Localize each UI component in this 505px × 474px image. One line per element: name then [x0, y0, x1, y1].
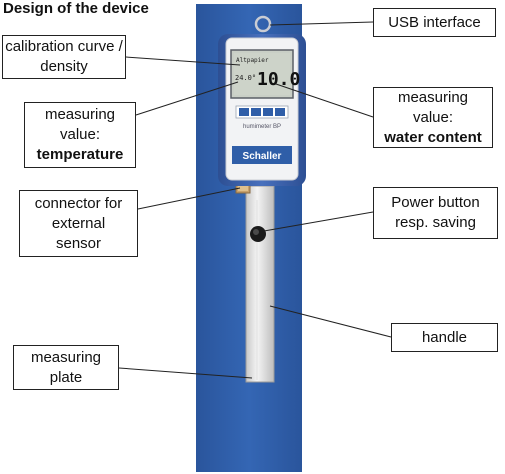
label-measuring-plate: measuring plate	[13, 345, 119, 390]
label-calibration-curve: calibration curve / density	[2, 35, 126, 79]
label-usb-interface: USB interface	[373, 8, 496, 37]
plate-callout-line	[118, 367, 253, 379]
label-connector: connector for external sensor	[19, 190, 138, 257]
power-callout-line	[263, 211, 374, 232]
label-temperature-line1: measuring	[44, 106, 116, 123]
label-water-content: measuring value: water content	[373, 87, 493, 148]
temperature-callout-line	[135, 81, 239, 116]
label-power-line2: resp. saving	[395, 214, 476, 231]
brand-logo: Schaller	[243, 151, 282, 162]
usb-port	[254, 15, 272, 33]
lcd-curve-text: Altpapier	[236, 57, 269, 64]
label-temperature: measuring value: temperature	[24, 102, 136, 168]
label-plate-line2: plate	[49, 368, 83, 386]
calibration-callout-line	[125, 56, 241, 66]
label-calibration-line1: calibration curve /	[5, 38, 123, 55]
diagram-title: Design of the device	[3, 0, 149, 17]
label-temperature-line2: value:	[59, 126, 101, 143]
connector-callout-line	[137, 187, 241, 210]
label-power-line1: Power button	[391, 194, 480, 211]
handle-callout-line	[269, 305, 392, 338]
label-handle: handle	[391, 323, 498, 352]
label-usb-text: USB interface	[388, 13, 481, 31]
label-water-line2: value:	[412, 108, 454, 126]
lcd-value-text: 10.0	[257, 69, 300, 90]
water-callout-line	[275, 83, 374, 118]
label-temperature-line3: temperature	[36, 146, 124, 163]
lcd-temperature-text: 24.0°	[235, 74, 256, 82]
callout-lines	[118, 21, 392, 379]
label-power-button: Power button resp. saving	[373, 187, 498, 239]
usb-callout-line	[269, 21, 374, 26]
label-water-line3: water content	[384, 128, 482, 146]
label-connector-line1: connector for	[34, 194, 123, 212]
label-water-line1: measuring	[397, 88, 469, 106]
label-plate-line1: measuring	[30, 348, 102, 366]
label-connector-line2: external	[51, 214, 106, 232]
label-calibration-line2: density	[40, 58, 88, 75]
label-connector-line3: sensor	[55, 234, 102, 252]
handle-rod	[245, 185, 275, 383]
label-handle-text: handle	[421, 328, 468, 346]
device-model-text: humimeter BP	[243, 124, 281, 130]
